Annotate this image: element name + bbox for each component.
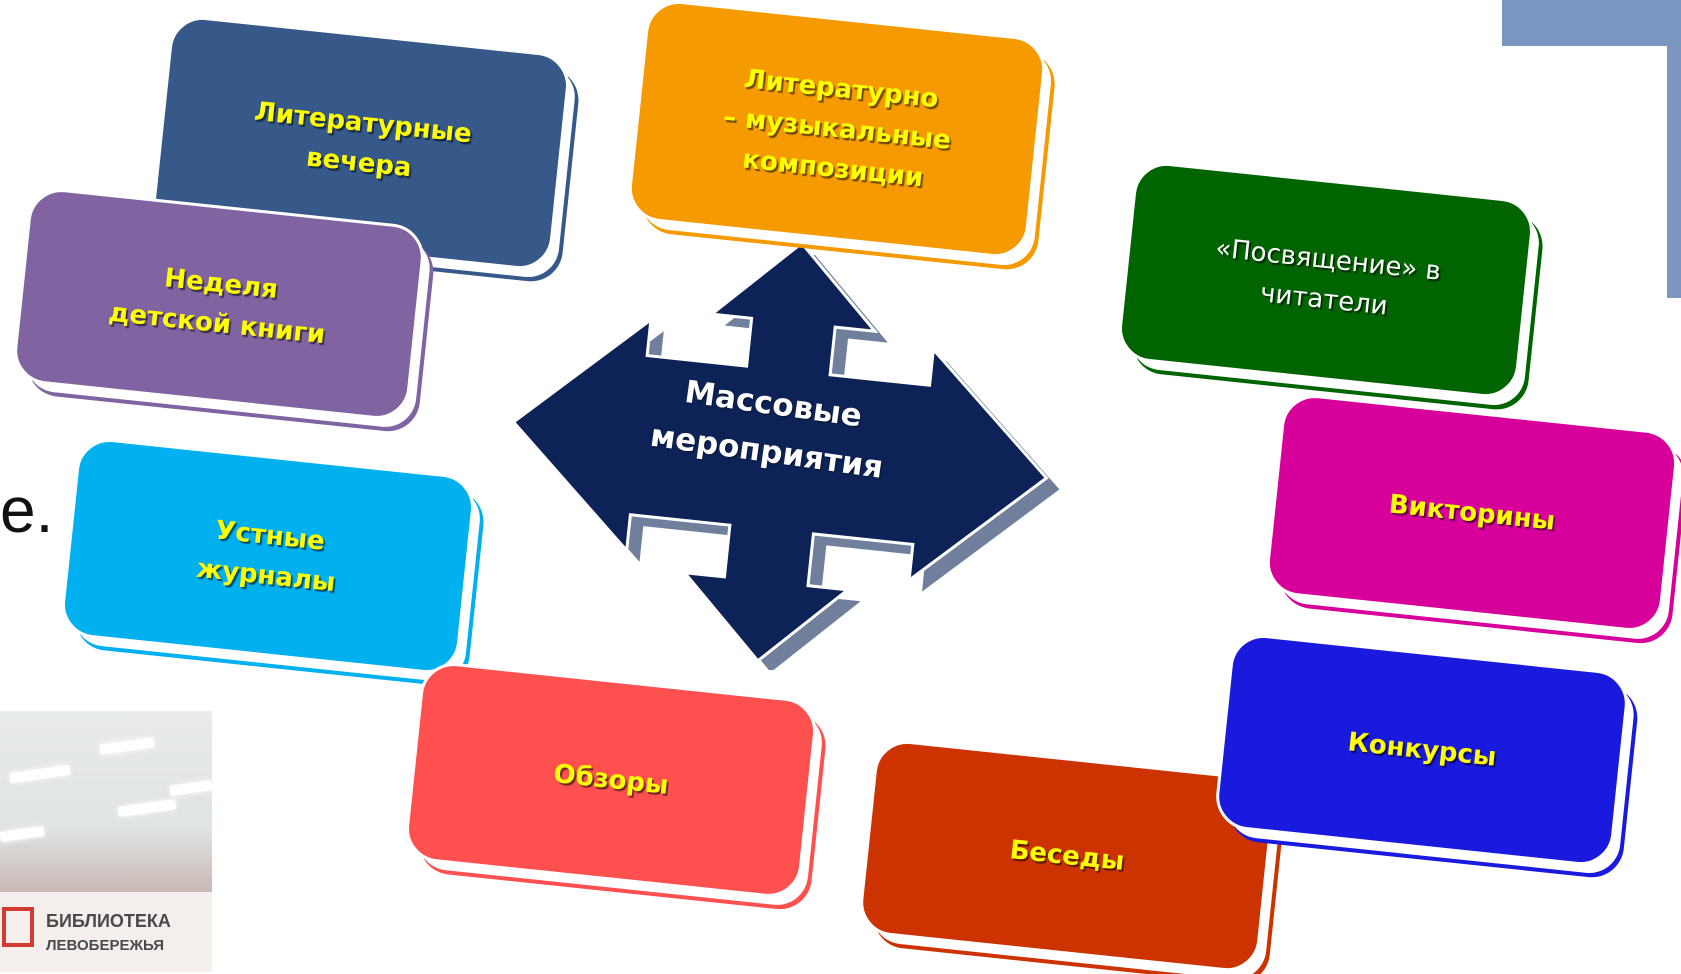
corner-decoration	[1502, 0, 1681, 298]
library-sign	[0, 892, 212, 972]
box-talks: Беседы	[856, 737, 1278, 974]
box-reviews: Обзоры	[402, 659, 820, 901]
library-photo: БИБЛИОТЕКА ЛЕВОБЕРЕЖЬЯ	[0, 711, 212, 972]
library-logo	[2, 907, 34, 947]
box-oral-journals: Устные журналы	[58, 435, 478, 677]
box-quizzes-line1: Викторины	[1387, 489, 1557, 537]
arrow-face	[511, 241, 1049, 663]
box-talks-line1: Беседы	[1008, 834, 1126, 877]
box-quizzes: Викторины	[1263, 391, 1681, 635]
box-literary-music: Литературно – музыкальные композиции	[625, 0, 1049, 261]
box-initiation: «Посвящение» в читатели	[1115, 159, 1537, 401]
box-childrens-book-week: Неделя детской книги	[10, 185, 428, 423]
library-sign-line2: ЛЕВОБЕРЕЖЬЯ	[46, 937, 165, 954]
ceiling-light	[117, 799, 177, 817]
box-reviews-line1: Обзоры	[552, 758, 670, 801]
ceiling-light	[9, 764, 71, 784]
ceiling-light	[169, 780, 212, 796]
center-four-way-arrow	[511, 241, 1060, 670]
box-contests-line1: Конкурсы	[1346, 727, 1498, 773]
library-sign-line1: БИБЛИОТЕКА	[46, 911, 171, 931]
ceiling-light	[99, 737, 155, 755]
box-contests: Конкурсы	[1212, 631, 1632, 869]
ceiling-light	[0, 825, 45, 843]
stray-text-fragment: е.	[0, 474, 54, 546]
